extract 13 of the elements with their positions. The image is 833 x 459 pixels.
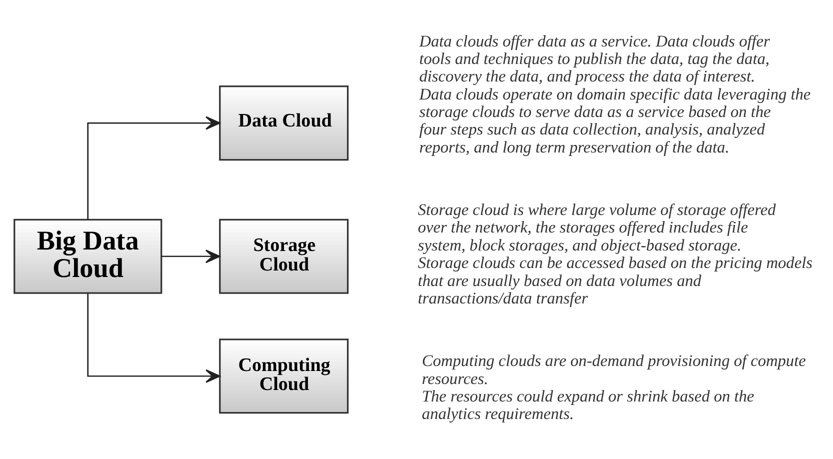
node-label: Storage clouds can be accessed based on the pricing models that are usually based on data volumes and transactions/data transfer [418, 253, 812, 308]
node-label: Storage cloud is where large volume of storage offered over the network, the storages offered includes file system, block storages, and object-based storage. [418, 200, 776, 254]
node-box: Big Data Cloud [14, 218, 162, 294]
node-label: Data clouds operate on domain specific data leveraging the storage clouds to serve data as a service based on the four steps such as data collection, analysis, analyzed reports, and long term preservation of the data. [419, 84, 811, 156]
node-label: Computing clouds are on-demand provisioning of compute resources. [422, 351, 806, 388]
node-box: Computing Cloud [219, 338, 349, 414]
node-label: The resources could expand or shrink based on the analytics requirements. [422, 386, 754, 424]
node-box: Data Cloud [219, 85, 349, 161]
arrow [87, 294, 220, 383]
node-box: Storage Cloud [219, 218, 349, 294]
arrow [161, 250, 220, 264]
node-label: Data clouds offer data as a service. Data clouds offer tools and techniques to publish the data, tag the data, discovery the data, and process the data of interest. [419, 31, 770, 86]
arrow [87, 116, 220, 220]
